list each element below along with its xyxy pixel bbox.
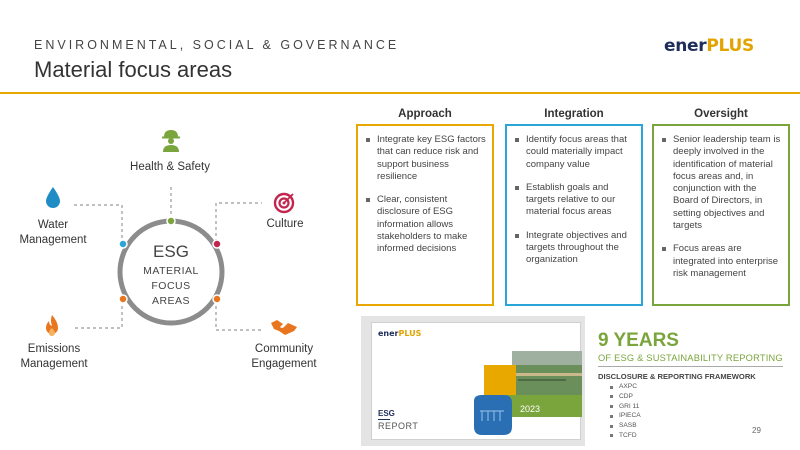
emissions-label-line1: Emissions [27,343,81,355]
framework-item: TCFD [610,431,641,441]
oversight-heading: Oversight [694,108,748,120]
flame-icon [46,315,58,337]
report-cover-rule [378,419,390,420]
report-year: 2023 [520,404,541,414]
integration-bullet-2: Establish goals and targets relative to … [513,182,635,219]
framework-item: AXPC [610,382,641,392]
page-number: 29 [752,426,761,435]
integration-bullet-3: Integrate objectives and targets through… [513,230,635,267]
framework-item: GRI 11 [610,402,641,412]
framework-list: AXPC CDP GRI 11 IPIECA SASB TCFD [610,382,641,441]
emissions-dot [118,294,128,304]
logo-text-ener: ener [664,36,707,56]
years-divider [598,366,783,367]
community-label-line1: Community [254,343,314,355]
integration-bullet-1: Identify focus areas that could material… [513,134,635,171]
report-logo-plus: PLUS [398,329,422,338]
water-drop-icon [46,187,60,208]
report-logo: enerPLUS [378,329,421,338]
framework-item: CDP [610,392,641,402]
handshake-icon [271,320,297,335]
culture-label: Culture [266,218,304,230]
oversight-box: Senior leadership team is deeply involve… [652,124,790,306]
cover-yellow-square [484,365,516,397]
target-icon [273,192,295,214]
report-cover-graphic [474,351,582,435]
worker-hardhat-icon [162,130,180,152]
esg-center-line2: FOCUS [151,280,191,292]
approach-bullet-1: Integrate key ESG factors that can reduc… [364,134,486,183]
esg-center-line1: MATERIAL [143,265,199,277]
report-word: REPORT [378,421,419,431]
report-esg-label: ESG [378,409,395,418]
approach-box: Integrate key ESG factors that can reduc… [356,124,494,306]
integration-box: Identify focus areas that could material… [505,124,643,306]
oversight-bullet-1: Senior leadership team is deeply involve… [660,134,782,232]
report-logo-ener: ener [378,329,399,338]
emissions-label-line2: Management [20,358,88,370]
approach-bullet-2: Clear, consistent disclosure of ESG info… [364,194,486,255]
oversight-bullet-2: Focus areas are integrated into enterpri… [660,243,782,280]
approach-heading: Approach [398,108,452,120]
health-safety-dot [166,216,176,226]
esg-report-cover: enerPLUS 2023 ESG REPORT [371,322,582,440]
framework-title: DISCLOSURE & REPORTING FRAMEWORK [598,372,756,381]
health-safety-label: Health & Safety [130,161,210,173]
cover-green-band [506,395,582,417]
page-title: Material focus areas [34,57,233,82]
cover-blue-panel [474,395,512,435]
esg-center-title: ESG [153,242,189,261]
community-dot [212,294,222,304]
water-label-line2: Management [19,234,87,246]
framework-item: IPIECA [610,411,641,421]
section-eyebrow: ENVIRONMENTAL, SOCIAL & GOVERNANCE [34,38,400,52]
years-subtitle: OF ESG & SUSTAINABILITY REPORTING [598,353,783,363]
integration-heading: Integration [544,108,604,120]
enerplus-logo: enerPLUS [664,36,754,56]
water-label-line1: Water [37,219,69,231]
esg-center-line3: AREAS [151,295,191,307]
logo-text-plus: PLUS [706,36,754,56]
esg-material-focus-diagram: ESG MATERIAL FOCUS AREAS Health & Safety… [0,100,345,450]
years-of-reporting: 9 YEARS [598,330,679,351]
diagram-connectors [72,187,264,331]
culture-dot [212,239,222,249]
header-divider [0,92,800,94]
framework-item: SASB [610,421,641,431]
community-label-line2: Engagement [251,358,317,370]
water-dot [118,239,128,249]
